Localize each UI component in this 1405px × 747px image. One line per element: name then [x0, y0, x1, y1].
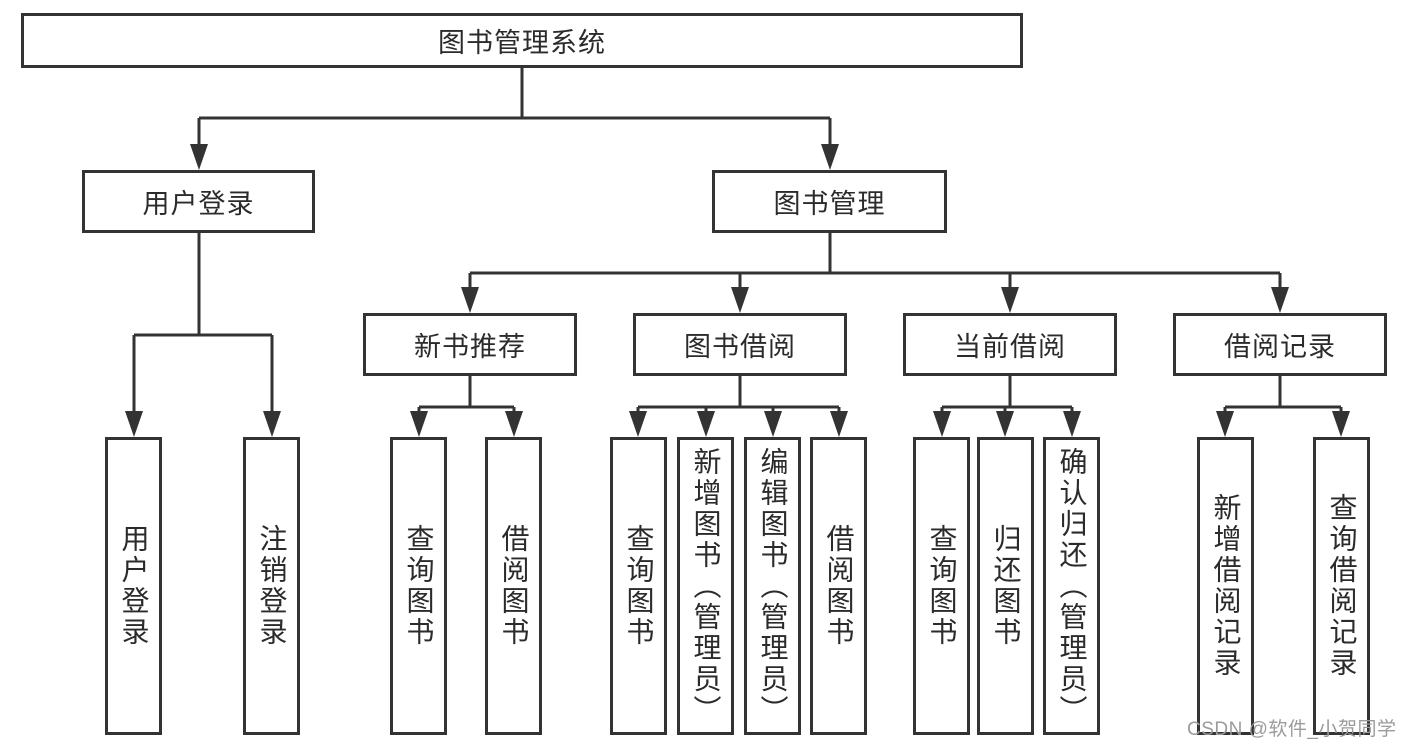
arrow-icon — [125, 411, 143, 437]
arrow-icon — [461, 287, 479, 313]
arrow-icon — [1332, 411, 1350, 437]
arrow-icon — [821, 144, 839, 170]
leaf-confirm-return-admin: 确认归还（管理员） — [1043, 437, 1100, 735]
node-label: 新增图书（管理员） — [690, 446, 722, 726]
arrow-icon — [1063, 411, 1081, 437]
leaf-query-borrow-record: 查询借阅记录 — [1313, 437, 1370, 735]
node-label: 用户登录 — [118, 524, 150, 648]
arrow-icon — [1216, 411, 1234, 437]
leaf-logout-login: 注销登录 — [243, 437, 300, 735]
csdn-watermark: CSDN @软件_小贺同学 — [1187, 719, 1397, 740]
leaf-borrow-books-recommend: 借阅图书 — [485, 437, 542, 735]
leaf-query-books-recommend: 查询图书 — [390, 437, 447, 735]
arrow-icon — [996, 411, 1014, 437]
leaf-query-books-borrowing: 查询图书 — [610, 437, 667, 735]
arrow-icon — [697, 411, 715, 437]
arrow-icon — [263, 411, 281, 437]
node-label: 借阅图书 — [498, 524, 530, 648]
node-label: 查询图书 — [926, 524, 958, 648]
arrow-icon — [410, 411, 428, 437]
arrow-icon — [731, 287, 749, 313]
arrow-icon — [190, 144, 208, 170]
arrow-icon — [1271, 287, 1289, 313]
arrow-icon — [933, 411, 951, 437]
arrowheads — [125, 144, 1350, 437]
arrow-icon — [764, 411, 782, 437]
node-borrowing-records: 借阅记录 — [1173, 313, 1387, 376]
node-label: 注销登录 — [256, 524, 288, 648]
node-label: 图书管理系统 — [438, 28, 606, 58]
arrow-icon — [629, 411, 647, 437]
node-new-book-recommendation: 新书推荐 — [363, 313, 577, 376]
leaf-add-borrow-record: 新增借阅记录 — [1197, 437, 1254, 735]
node-label: 图书管理 — [773, 189, 886, 219]
node-label: 查询图书 — [403, 524, 435, 648]
node-system-root: 图书管理系统 — [21, 13, 1023, 68]
node-current-borrowing: 当前借阅 — [903, 313, 1117, 376]
arrow-icon — [830, 411, 848, 437]
node-label: 借阅图书 — [823, 524, 855, 648]
leaf-borrow-books-borrowing: 借阅图书 — [810, 437, 867, 735]
leaf-edit-book-admin: 编辑图书（管理员） — [744, 437, 801, 735]
leaf-return-book: 归还图书 — [977, 437, 1034, 735]
node-label: 新书推荐 — [414, 332, 526, 362]
node-label: 确认归还（管理员） — [1056, 446, 1088, 726]
node-label: 用户登录 — [142, 189, 255, 219]
node-book-management: 图书管理 — [712, 170, 947, 233]
node-label: 图书借阅 — [684, 332, 796, 362]
node-label: 归还图书 — [990, 524, 1022, 648]
node-label: 新增借阅记录 — [1210, 493, 1242, 679]
leaf-add-book-admin: 新增图书（管理员） — [677, 437, 734, 735]
node-label: 当前借阅 — [954, 332, 1066, 362]
arrow-icon — [505, 411, 523, 437]
leaf-query-books-current: 查询图书 — [913, 437, 970, 735]
node-label: 查询图书 — [623, 524, 655, 648]
leaf-user-login: 用户登录 — [105, 437, 162, 735]
node-user-login: 用户登录 — [82, 170, 315, 233]
arrow-icon — [1001, 287, 1019, 313]
node-label: 编辑图书（管理员） — [757, 446, 789, 726]
node-label: 借阅记录 — [1224, 332, 1336, 362]
node-label: 查询借阅记录 — [1326, 493, 1358, 679]
node-book-borrowing: 图书借阅 — [633, 313, 847, 376]
